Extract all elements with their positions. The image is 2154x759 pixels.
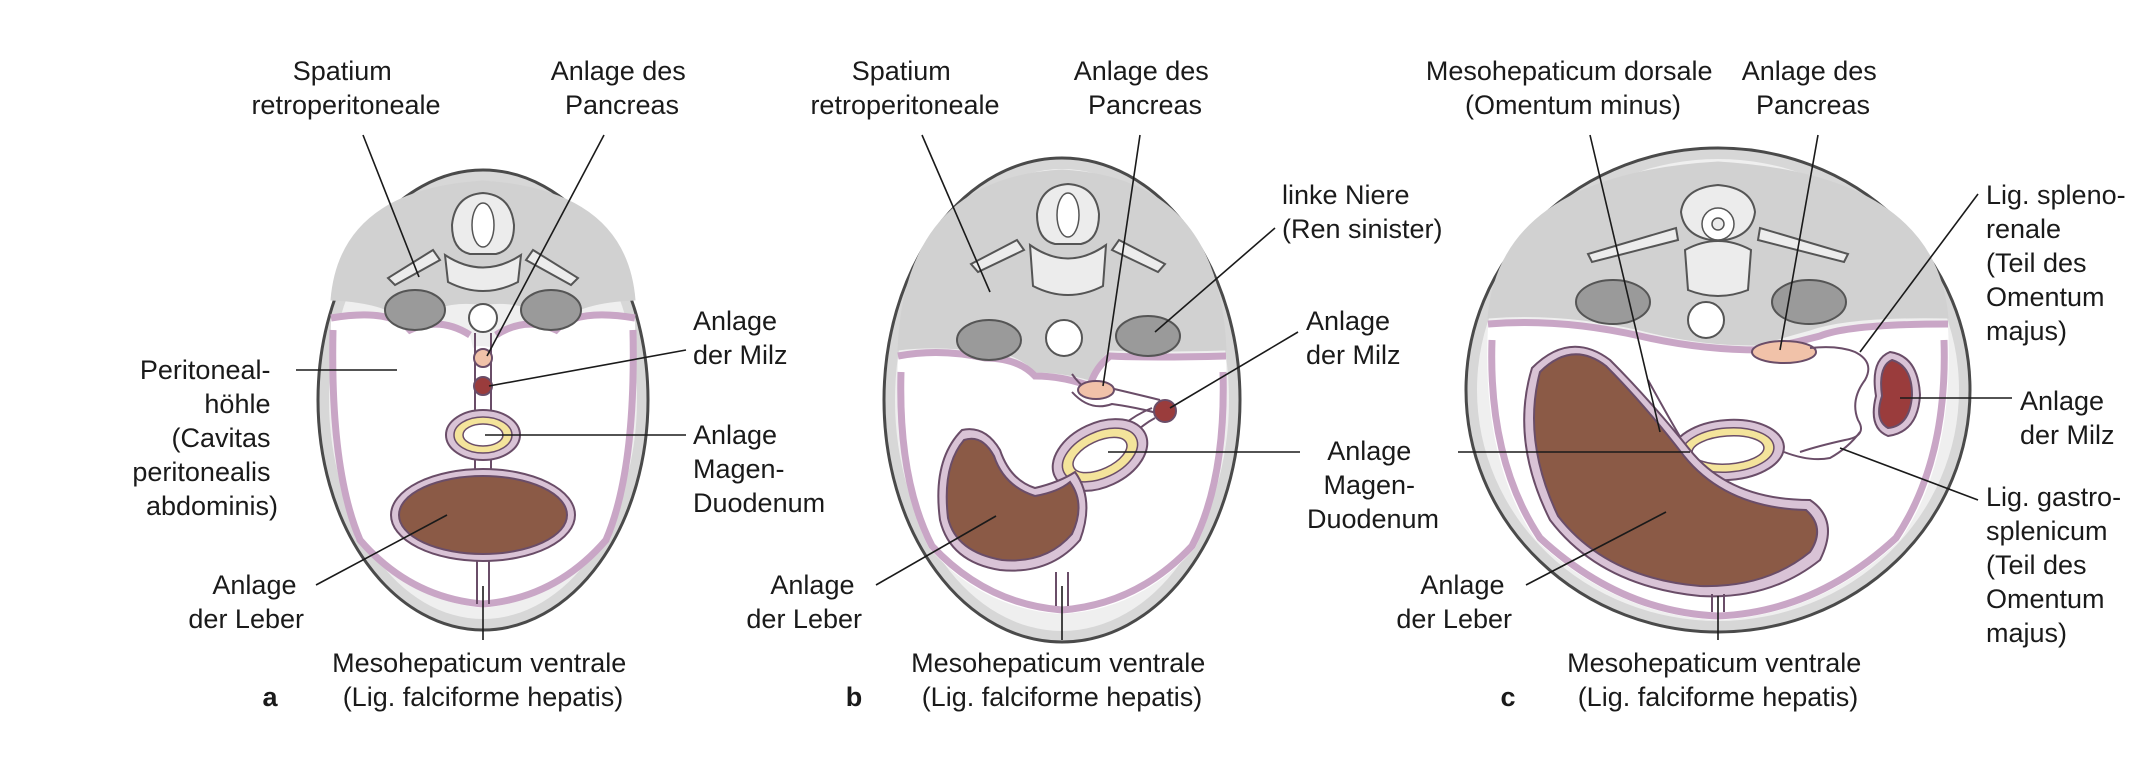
panel-b-liver-anlage — [945, 437, 1080, 562]
panel-c-body — [1464, 146, 1972, 634]
panel-c-label-pancreas: Anlage des Pancreas — [1742, 56, 1885, 120]
panel-a-right-kidney — [520, 289, 582, 331]
panel-c-aorta — [1687, 301, 1725, 339]
panel-a-left-kidney — [384, 289, 446, 331]
panel-b-body — [882, 156, 1242, 644]
panel-c-letter: c — [1500, 682, 1515, 712]
panel-c-label-leber: Anlage der Leber — [1396, 570, 1512, 634]
panel-b-left-kidney — [1115, 315, 1181, 357]
panel-b-label-spatium: Spatium retroperitoneale — [810, 56, 999, 120]
panel-b-label-mesohepaticum: Mesohepaticum ventrale (Lig. falciforme … — [911, 648, 1213, 712]
panel-a-aorta — [468, 303, 498, 333]
panel-a-label-leber: Anlage der Leber — [188, 570, 304, 634]
panel-c-spleen-anlage — [1878, 358, 1914, 430]
panel-b-spleen-anlage — [1153, 399, 1177, 423]
panel-a-label-milz: Anlage der Milz — [693, 306, 788, 370]
panel-b-aorta — [1045, 319, 1083, 357]
panel-b-label-niere: linke Niere (Ren sinister) — [1282, 180, 1443, 244]
panel-c-label-mesohepaticum-dorsale: Mesohepaticum dorsale (Omentum minus) — [1426, 56, 1720, 120]
panel-b-right-kidney — [956, 319, 1022, 361]
panel-c-liver-anlage — [1533, 353, 1818, 588]
panel-c-label-splenorenale: Lig. spleno- renale (Teil des Omentum ma… — [1986, 180, 2133, 346]
panel-c-right-kidney — [1575, 279, 1651, 325]
panel-a: Spatium retroperitoneale Anlage des Panc… — [132, 56, 825, 712]
panel-b: Spatium retroperitoneale Anlage des Panc… — [746, 56, 1442, 712]
panel-a-label-spatium: Spatium retroperitoneale — [251, 56, 440, 120]
panel-c-label-gastrosplenicum: Lig. gastro- splenicum (Teil des Omentum… — [1986, 482, 2129, 648]
panel-a-label-mesohepaticum: Mesohepaticum ventrale (Lig. falciforme … — [332, 648, 634, 712]
panel-c-left-kidney — [1771, 279, 1847, 325]
panel-c-label-milz: Anlage der Milz — [2020, 386, 2115, 450]
panel-a-label-peritonealhoehle: Peritoneal- höhle (Cavitas peritonealis … — [132, 355, 278, 521]
panel-c-pancreas-anlage — [1751, 340, 1817, 364]
panel-b-label-pancreas: Anlage des Pancreas — [1074, 56, 1217, 120]
panel-a-letter: a — [262, 682, 278, 712]
panel-b-letter: b — [846, 682, 863, 712]
panel-a-body — [316, 168, 650, 632]
panel-c-label-mesohepaticum: Mesohepaticum ventrale (Lig. falciforme … — [1567, 648, 1869, 712]
panel-a-label-magen: Anlage Magen- Duodenum — [693, 420, 825, 518]
panel-b-label-leber: Anlage der Leber — [746, 570, 862, 634]
panel-b-label-magen: Anlage Magen- Duodenum — [1307, 436, 1439, 534]
panel-c: Mesohepaticum dorsale (Omentum minus) An… — [1396, 56, 2133, 712]
panel-b-label-milz: Anlage der Milz — [1306, 306, 1401, 370]
panel-b-pancreas-anlage — [1077, 380, 1115, 400]
panel-a-label-pancreas: Anlage des Pancreas — [551, 56, 694, 120]
panel-a-liver-anlage — [398, 475, 568, 555]
